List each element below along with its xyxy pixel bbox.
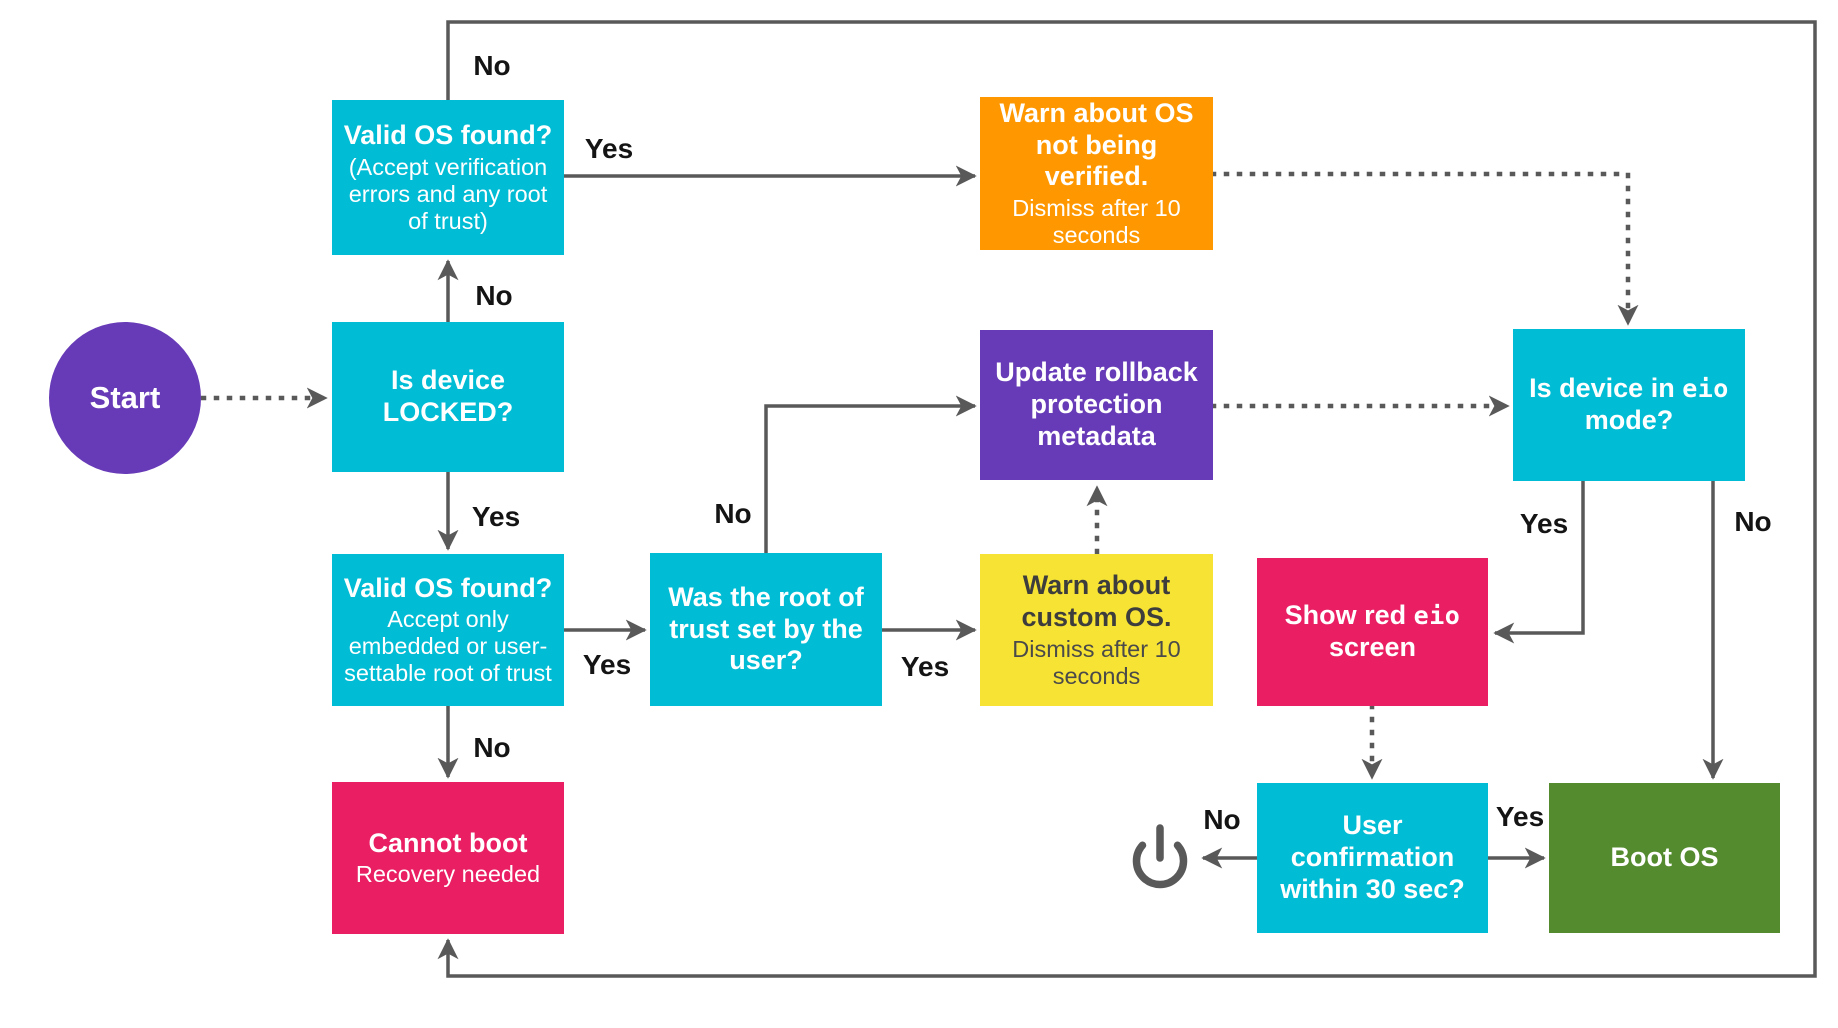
node-title: Update rollback protection metadata	[995, 357, 1198, 451]
warn-os-not-verified-node: Warn about OS not being verified. Dismis…	[980, 97, 1213, 250]
valid-os-any-root-node: Valid OS found? (Accept verification err…	[332, 100, 564, 255]
start-label: Start	[89, 379, 161, 415]
eio-code-text: eio	[1413, 601, 1461, 631]
node-subtitle: (Accept verification errors and any root…	[348, 153, 548, 234]
node-title: Show red eio screen	[1284, 600, 1461, 662]
warn-custom-os-node: Warn about custom OS. Dismiss after 10 s…	[980, 554, 1213, 706]
show-red-eio-screen-node: Show red eio screen	[1257, 558, 1488, 706]
edge-label-yes-user-confirm: Yes	[1495, 801, 1545, 832]
node-title: Warn about OS not being verified.	[999, 97, 1194, 192]
edge-label-no-restricted: No	[473, 732, 511, 763]
node-title: Valid OS found?	[343, 572, 553, 603]
edge-label-no-user-confirm: No	[1203, 804, 1241, 835]
edge-label-no-locked: No	[475, 280, 513, 311]
node-subtitle: Recovery needed	[355, 861, 541, 888]
node-title: Was the root of trust set by the user?	[668, 581, 864, 676]
node-title: Is device LOCKED?	[382, 365, 514, 427]
edge-validany-no-loop-to-cannot-boot	[437, 20, 1817, 978]
node-subtitle: Accept only embedded or user-settable ro…	[344, 606, 552, 687]
node-title: Boot OS	[1610, 842, 1719, 873]
edge-label-yes-locked: Yes	[471, 501, 521, 532]
user-confirmation-node: User confirmation within 30 sec?	[1257, 783, 1488, 933]
node-title: User confirmation within 30 sec?	[1280, 810, 1465, 904]
edge-label-yes-restricted: Yes	[582, 649, 632, 680]
update-rollback-node: Update rollback protection metadata	[980, 330, 1213, 480]
node-title: Valid OS found?	[343, 120, 553, 151]
root-of-trust-user-node: Was the root of trust set by the user?	[650, 553, 882, 706]
node-subtitle: Dismiss after 10 seconds	[1012, 195, 1181, 249]
boot-os-node: Boot OS	[1549, 783, 1780, 933]
edge-label-no-root-user: No	[714, 498, 752, 529]
is-device-eio-mode-node: Is device in eio mode?	[1513, 329, 1745, 481]
edge-warnunverified-to-eio	[1210, 171, 1639, 327]
node-subtitle: Dismiss after 10 seconds	[1012, 635, 1181, 689]
edge-label-yes-valid-any: Yes	[584, 133, 634, 164]
cannot-boot-node: Cannot boot Recovery needed	[332, 782, 564, 934]
node-title: Warn about custom OS.	[1021, 570, 1172, 632]
edge-label-yes-eio: Yes	[1519, 508, 1569, 539]
is-device-locked-node: Is device LOCKED?	[332, 322, 564, 472]
edge-label-yes-root-user: Yes	[900, 651, 950, 682]
eio-code-text: eio	[1682, 374, 1729, 404]
edge-label-no-valid-any: No	[473, 50, 511, 81]
edge-label-no-eio: No	[1734, 506, 1772, 537]
node-title: Cannot boot	[368, 827, 528, 858]
power-icon	[1132, 824, 1188, 889]
edge-rootuser-no-to-rollback	[764, 395, 977, 553]
edge-eio-yes-to-showred	[1493, 481, 1585, 644]
node-title: Is device in eio mode?	[1529, 373, 1729, 435]
start-node: Start	[49, 322, 201, 474]
valid-os-restricted-root-node: Valid OS found? Accept only embedded or …	[332, 554, 564, 706]
